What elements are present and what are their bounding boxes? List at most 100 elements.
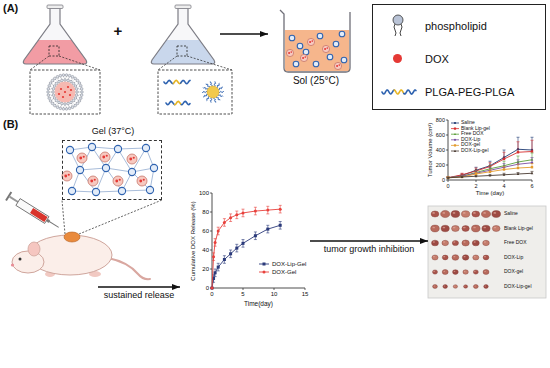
tumor-highlight [443, 256, 445, 257]
legend-line [451, 145, 459, 146]
data-series [531, 153, 534, 154]
tumor [442, 255, 448, 260]
data-series [489, 162, 492, 163]
data-series [224, 256, 225, 264]
data-series [476, 175, 477, 177]
data-series [217, 227, 220, 228]
data-series [280, 222, 281, 230]
liposome [70, 80, 73, 83]
data-marker [447, 176, 450, 178]
group-label: DOX-gel [504, 269, 523, 275]
data-series [531, 140, 534, 141]
data-series [211, 288, 214, 289]
tumor-highlight [432, 212, 435, 214]
data-marker [531, 166, 533, 168]
liposome [113, 176, 123, 186]
data-marker [454, 150, 456, 152]
data-marker [475, 172, 477, 174]
dox-dot [338, 64, 340, 66]
micelle [218, 95, 222, 97]
tumor-highlight [454, 285, 455, 286]
data-marker [279, 208, 282, 211]
data-series [448, 160, 532, 178]
group-label: Saline [504, 211, 518, 217]
liposome [64, 103, 67, 106]
tumor [461, 211, 469, 217]
tumor [462, 255, 468, 260]
tumor [473, 270, 478, 274]
liposome [60, 88, 62, 90]
liposome [81, 91, 84, 94]
micelle [210, 82, 212, 87]
data-series [503, 161, 506, 162]
dox-dot [336, 65, 338, 67]
tick-label: 4 [502, 183, 505, 189]
data-series [215, 269, 216, 277]
data-marker [254, 210, 257, 213]
dox-dot [288, 52, 290, 54]
dox-dot [106, 155, 108, 157]
polymer-flask [158, 56, 232, 70]
micelle [118, 187, 125, 194]
tumor [483, 270, 489, 275]
sol-beaker [285, 30, 349, 71]
polymer-chain [175, 101, 182, 104]
dox-dot [143, 179, 145, 181]
data-series [490, 163, 491, 167]
micelle [203, 94, 207, 97]
phospholipid-symbol [394, 24, 396, 36]
polymer-flask [151, 40, 214, 64]
axis-title: Tumor Volume (cm³) [427, 123, 434, 177]
tick-label: 0 [206, 285, 209, 292]
mouse-illustration [12, 251, 44, 273]
micelle [142, 144, 149, 151]
data-marker [235, 213, 238, 216]
tumor-highlight [463, 227, 466, 229]
data-marker [531, 162, 533, 164]
tick-label: 5 [241, 291, 244, 298]
micelle [128, 168, 135, 175]
axis-title: Time(day) [244, 300, 273, 307]
data-series [235, 251, 238, 252]
data-marker [279, 224, 282, 227]
phospholipid-symbol [393, 15, 403, 25]
tick-mark [448, 180, 449, 182]
data-series [217, 263, 220, 264]
micelle [214, 81, 216, 86]
polymer-link [122, 190, 150, 191]
liposome-flask [23, 8, 86, 64]
micelle [88, 143, 95, 150]
data-series [489, 169, 492, 170]
micelle [68, 187, 75, 194]
tumor [443, 285, 448, 289]
tick-label: 600 [436, 132, 445, 138]
liposome [75, 88, 78, 91]
beaker-particles [286, 31, 346, 69]
liposome [47, 91, 50, 94]
legend-label: DOX-Lip-Gel [272, 261, 306, 268]
tick-mark [504, 180, 505, 182]
tumor [483, 255, 489, 260]
tumor-photo: SalineBlank Lip-gelFree DOXDOX-LipDOX-ge… [428, 206, 546, 298]
liposome [70, 89, 72, 91]
liposome [56, 106, 59, 109]
liposome [56, 75, 59, 78]
tumor [484, 285, 489, 289]
dox-dot [311, 40, 313, 42]
data-series [243, 209, 244, 217]
data-series [448, 177, 449, 179]
tick-label: 6 [530, 183, 533, 189]
micelle [92, 188, 99, 195]
liposome [49, 82, 52, 85]
dox-dot [304, 56, 306, 58]
liposome [71, 75, 74, 78]
process-label: sustained release [104, 291, 175, 301]
liposome-flask [49, 46, 59, 56]
data-marker [517, 167, 519, 169]
polymer-flask [151, 5, 232, 114]
data-series [213, 275, 214, 283]
liposome [64, 79, 67, 82]
dox-dot [119, 179, 121, 181]
micelle [218, 87, 222, 90]
data-marker [242, 242, 245, 245]
